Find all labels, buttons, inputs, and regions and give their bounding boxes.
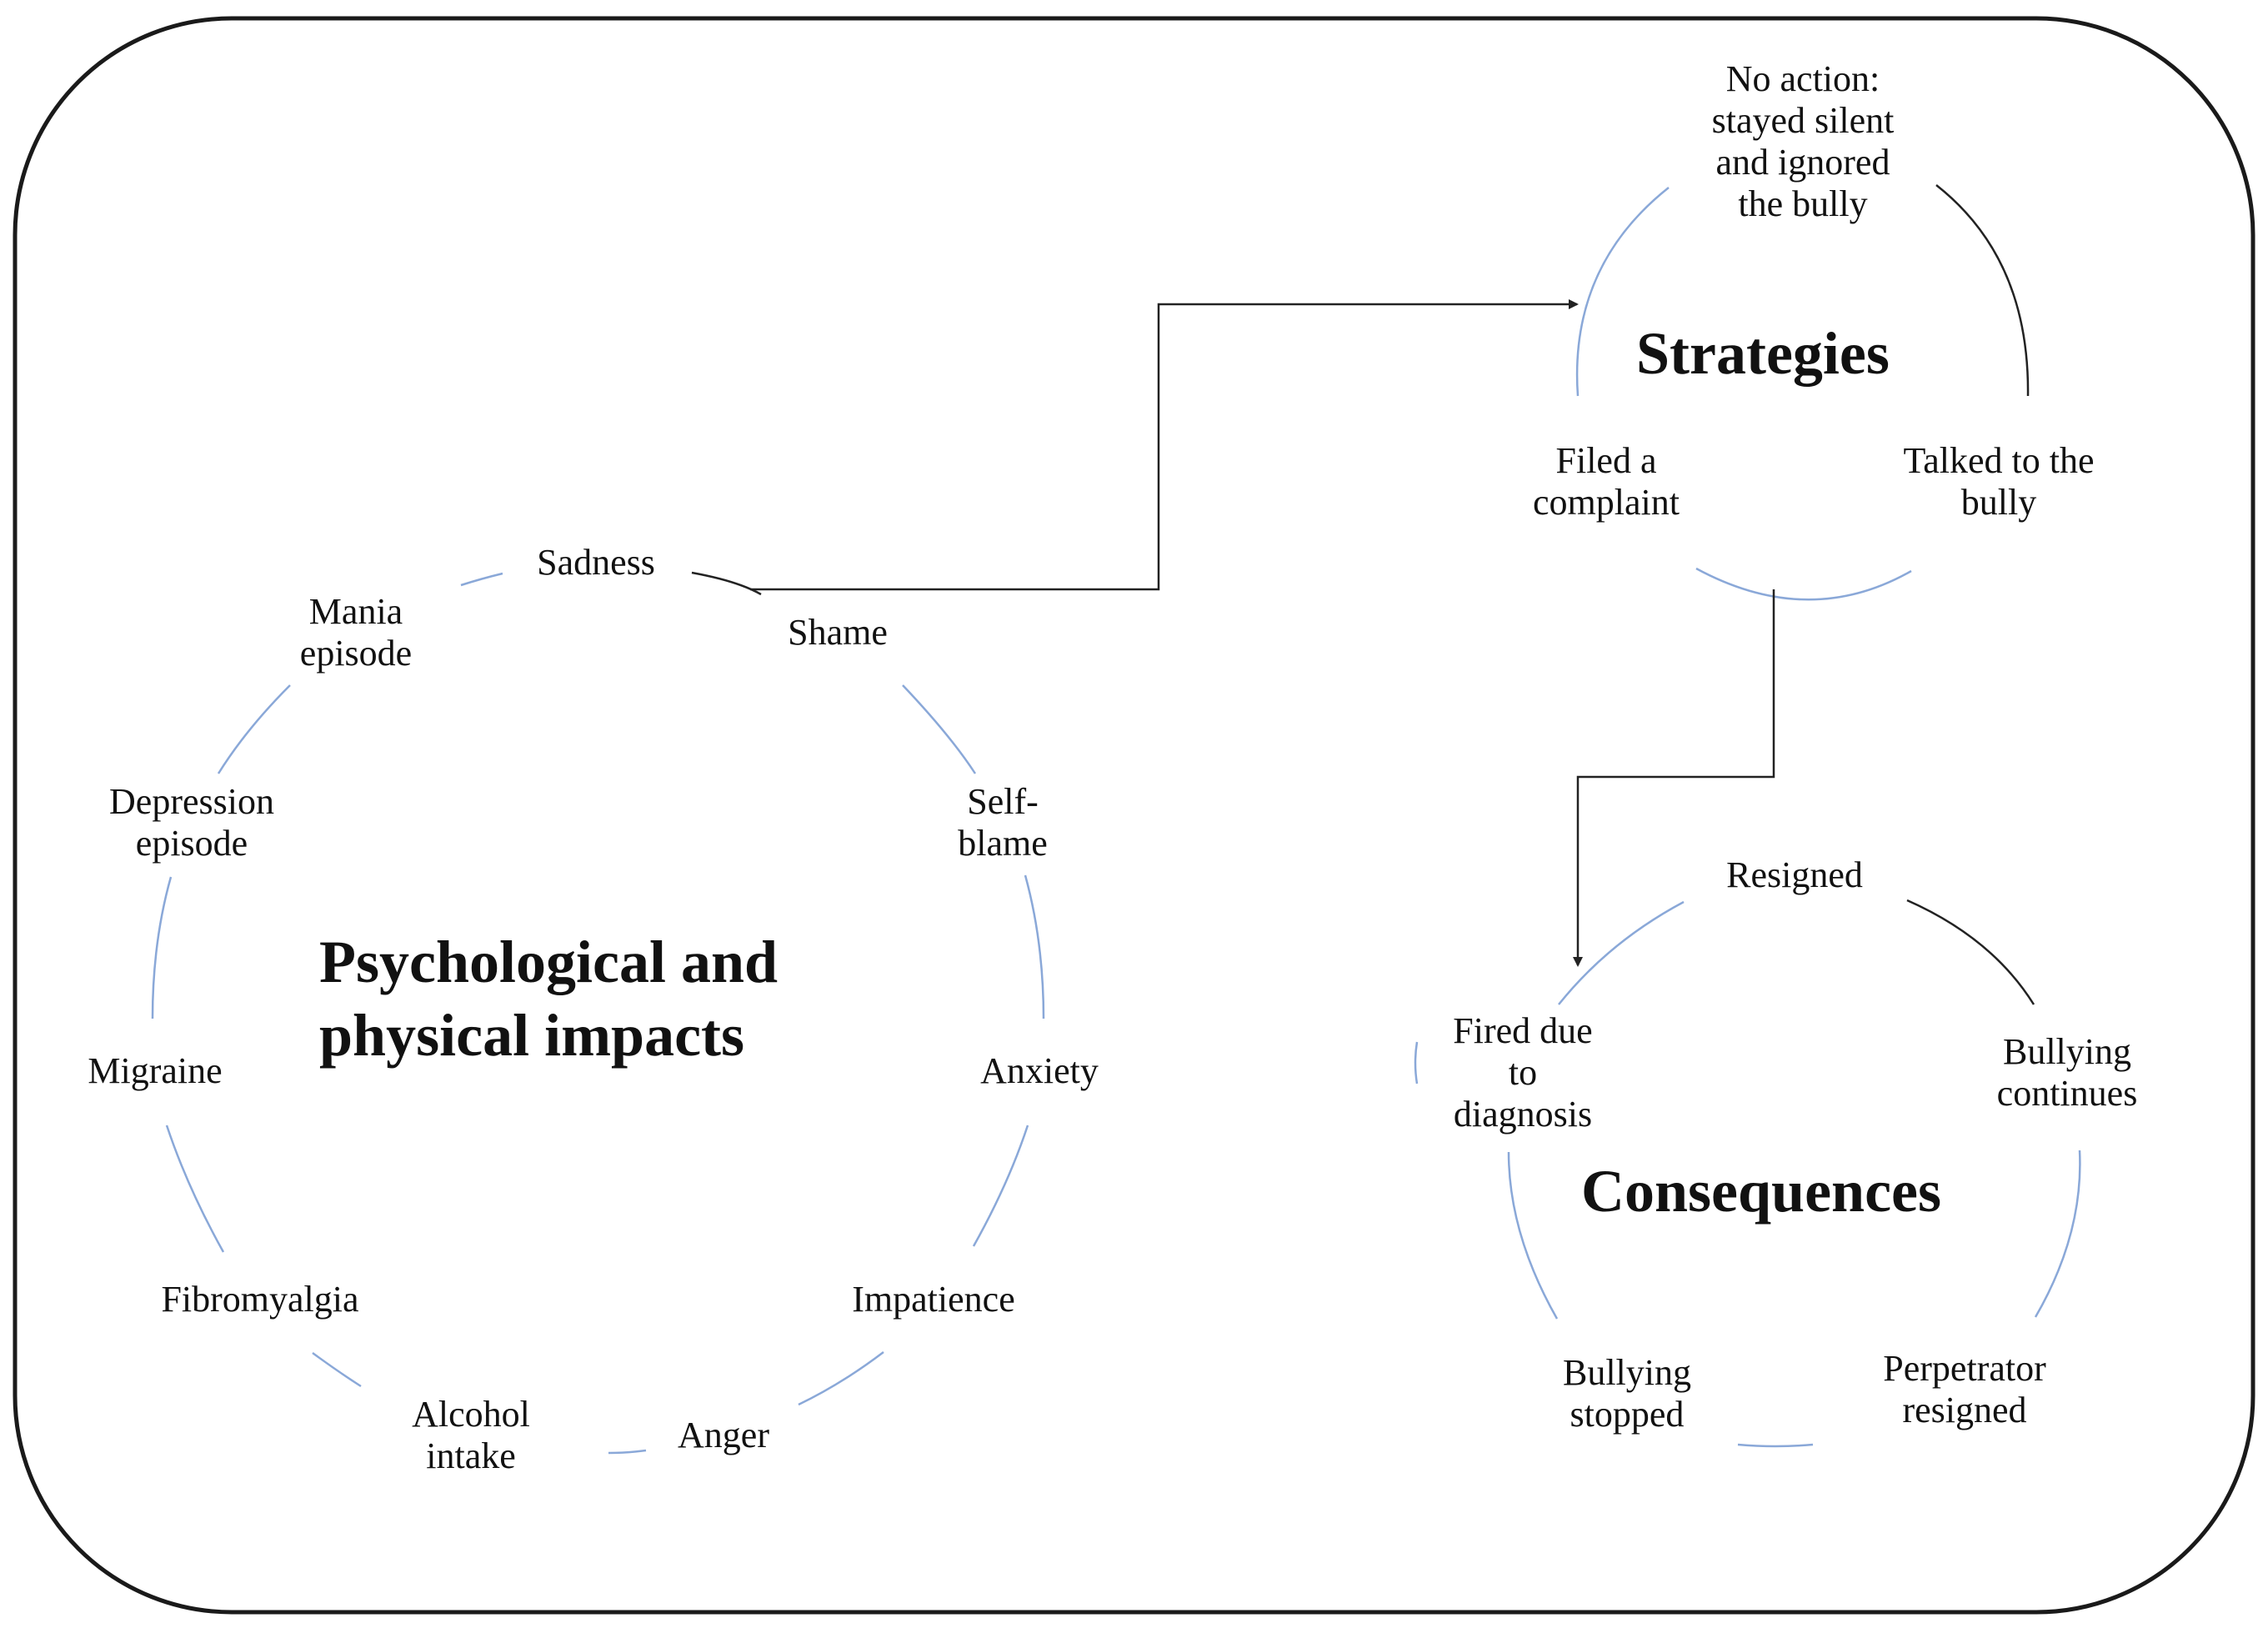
impacts-arc-shame-selfblame	[902, 684, 977, 774]
impact-anxiety: Anxiety	[980, 1050, 1099, 1091]
consequences-title: Consequences	[1581, 1158, 1942, 1225]
impact-impatience: Impatience	[852, 1279, 1015, 1320]
consequence-fired-due-to-diagnosis: Fired due to diagnosis	[1453, 1010, 1593, 1135]
connector-impacts-to-strategies	[750, 299, 1579, 591]
impacts-title: Psychological and physical impacts	[319, 925, 778, 1072]
consequence-resigned: Resigned	[1726, 854, 1863, 895]
impact-self-blame: Self- blame	[958, 781, 1048, 864]
impact-shame: Shame	[788, 612, 888, 653]
strategies-arc-right	[1935, 184, 2030, 397]
impact-anger: Anger	[678, 1415, 769, 1455]
impacts-arc-migraine-fibro	[165, 1125, 225, 1253]
consequences-circle	[1414, 899, 2081, 1448]
impacts-arc-impatience-anger	[798, 1351, 884, 1406]
impacts-arc-depression-migraine	[151, 876, 173, 1019]
impacts-arc-selfblame-anxiety	[1024, 874, 1045, 1019]
impact-alcohol-intake: Alcohol intake	[412, 1394, 530, 1476]
impacts-arc-anger-alcohol	[608, 1449, 647, 1455]
consequence-perpetrator-resigned: Perpetrator resigned	[1883, 1348, 2046, 1430]
impacts-arc-sadness-shame	[691, 571, 762, 596]
impacts-title-line1: Psychological and	[319, 929, 779, 995]
strategy-filed-complaint: Filed a complaint	[1533, 440, 1680, 523]
strategies-title: Strategies	[1636, 320, 1890, 387]
consequences-arc-bottom	[1737, 1443, 1814, 1448]
consequence-bullying-continues: Bullying continues	[1996, 1031, 2138, 1114]
strategies-arc-bottom	[1695, 567, 1912, 601]
consequences-arc-right	[2034, 1150, 2081, 1318]
consequences-arc-top-right	[1906, 899, 2035, 1005]
impacts-arc-anxiety-impatience	[972, 1125, 1029, 1247]
outer-frame	[13, 16, 2255, 1615]
impact-depression-episode: Depression episode	[109, 781, 274, 864]
impacts-arc-mania-sadness	[460, 572, 503, 587]
consequences-arc-left	[1507, 1151, 1559, 1320]
strategy-talked-to-bully: Talked to the bully	[1903, 440, 2095, 523]
impacts-arc-mania-depression	[217, 684, 291, 774]
impacts-title-line2: physical impacts	[319, 1002, 745, 1069]
impact-migraine: Migraine	[88, 1050, 223, 1091]
connector-strategies-to-consequences	[1573, 589, 1775, 967]
strategies-arc-left	[1575, 187, 1670, 397]
impact-mania-episode: Mania episode	[299, 591, 413, 674]
strategy-no-action: No action: stayed silent and ignored the…	[1711, 58, 1895, 224]
impact-sadness: Sadness	[537, 542, 655, 583]
consequences-arc-top-left	[1558, 900, 1685, 1005]
consequence-bullying-stopped: Bullying stopped	[1562, 1352, 1692, 1435]
impact-fibromyalgia: Fibromyalgia	[161, 1279, 359, 1320]
impacts-arc-fibro-alcohol	[312, 1351, 362, 1388]
strategies-circle	[1575, 184, 2030, 601]
consequences-arc-fired-tick	[1414, 1041, 1419, 1084]
impacts-circle	[151, 572, 1045, 1455]
